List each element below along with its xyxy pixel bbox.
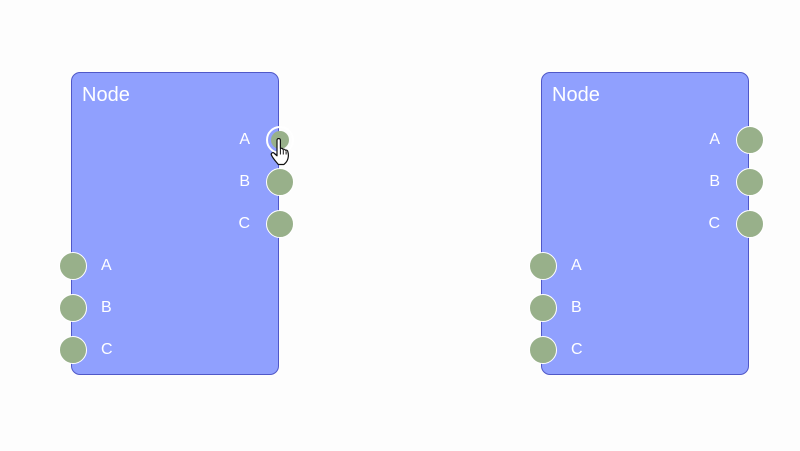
input-row-a: A — [529, 252, 750, 280]
output-label-b: B — [239, 173, 250, 190]
input-label-c: C — [101, 341, 113, 358]
output-label-c: C — [708, 215, 720, 232]
output-label-a: A — [709, 131, 720, 148]
input-row-c: C — [59, 336, 280, 364]
output-label-c: C — [238, 215, 250, 232]
output-row-a: A — [542, 126, 764, 154]
input-port-a[interactable] — [529, 252, 557, 280]
output-label-a: A — [239, 131, 250, 148]
output-row-a: A — [72, 126, 294, 154]
input-row-c: C — [529, 336, 750, 364]
node-card[interactable]: Node A B C A B C — [529, 72, 764, 375]
output-port-a[interactable] — [736, 126, 764, 154]
input-port-a[interactable] — [59, 252, 87, 280]
output-port-b[interactable] — [266, 168, 294, 196]
output-label-b: B — [709, 173, 720, 190]
output-port-c[interactable] — [266, 210, 294, 238]
input-port-b[interactable] — [59, 294, 87, 322]
output-port-b[interactable] — [736, 168, 764, 196]
input-label-a: A — [571, 257, 582, 274]
output-port-c[interactable] — [736, 210, 764, 238]
hand-pointer-icon — [270, 138, 289, 166]
input-row-b: B — [529, 294, 750, 322]
input-label-b: B — [571, 299, 582, 316]
output-row-b: B — [542, 168, 764, 196]
node-card[interactable]: Node A B C A B C — [59, 72, 294, 375]
input-label-c: C — [571, 341, 583, 358]
input-port-c[interactable] — [59, 336, 87, 364]
input-port-c[interactable] — [529, 336, 557, 364]
input-label-a: A — [101, 257, 112, 274]
node-title: Node — [552, 84, 600, 106]
output-row-c: C — [72, 210, 294, 238]
node-title: Node — [82, 84, 130, 106]
input-row-b: B — [59, 294, 280, 322]
output-row-b: B — [72, 168, 294, 196]
input-port-b[interactable] — [529, 294, 557, 322]
output-row-c: C — [542, 210, 764, 238]
input-label-b: B — [101, 299, 112, 316]
input-row-a: A — [59, 252, 280, 280]
